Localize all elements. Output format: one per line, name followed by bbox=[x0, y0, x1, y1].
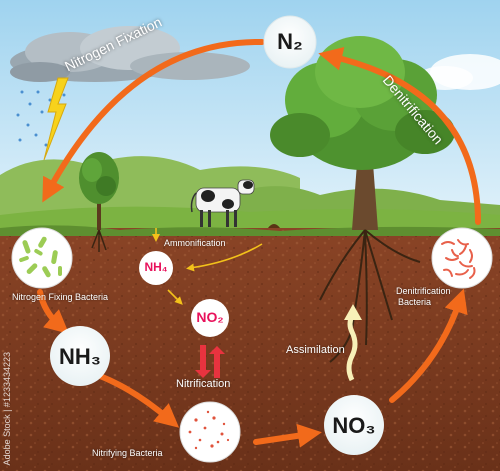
denitrification-bacteria-label-line1: Denitrification bbox=[396, 286, 451, 296]
arrow-nitrifying-to-no3 bbox=[253, 423, 322, 448]
dung bbox=[268, 224, 280, 228]
no3-label: NO₃ bbox=[332, 413, 376, 438]
denitrification-bacteria-label-line2: Bacteria bbox=[398, 297, 432, 307]
ammonification-arrows bbox=[152, 228, 263, 305]
arrow-nh3-to-nitrifying bbox=[97, 373, 180, 428]
nitrification-arrows bbox=[195, 345, 225, 378]
denitrification-bacteria-circle bbox=[431, 227, 493, 289]
big-tree bbox=[270, 36, 455, 363]
arrow-denitrifying-to-n2 bbox=[318, 46, 481, 225]
no2-circle bbox=[191, 299, 229, 337]
rain-drops bbox=[16, 90, 66, 147]
assimilation-arrow bbox=[344, 304, 362, 382]
n2-label: N₂ bbox=[277, 29, 303, 54]
no3-circle bbox=[324, 395, 384, 455]
cow bbox=[190, 179, 255, 227]
assimilation-label: Assimilation bbox=[286, 344, 345, 356]
nitrification-label: Nitrification bbox=[176, 378, 231, 390]
no2-label: NO₂ bbox=[196, 309, 224, 325]
cycle-arrows bbox=[37, 38, 481, 448]
small-tree bbox=[79, 152, 119, 252]
nitrogen-fixing-bacteria-label: Nitrogen Fixing Bacteria bbox=[12, 292, 109, 302]
nitrifying-bacteria-label: Nitrifying Bacteria bbox=[92, 448, 163, 458]
watermark: Adobe Stock | #1233434223 bbox=[2, 351, 12, 465]
nh4-circle bbox=[139, 251, 173, 285]
arrow-no3-to-denitrifying bbox=[389, 288, 468, 403]
nh3-label: NH₃ bbox=[59, 344, 101, 369]
nitrogen-fixing-bacteria-circle bbox=[11, 227, 73, 289]
lightning-bolt bbox=[43, 77, 69, 161]
nh4-label: NH₄ bbox=[144, 260, 168, 274]
arrow-bacteria-to-nh3 bbox=[37, 289, 70, 334]
arrow-n2-to-soil bbox=[42, 38, 265, 203]
storm-cloud bbox=[10, 26, 250, 82]
ammonification-label: Ammonification bbox=[164, 238, 226, 248]
nh3-circle bbox=[50, 326, 110, 386]
nitrifying-bacteria-circle bbox=[179, 401, 241, 463]
n2-circle bbox=[263, 15, 317, 69]
